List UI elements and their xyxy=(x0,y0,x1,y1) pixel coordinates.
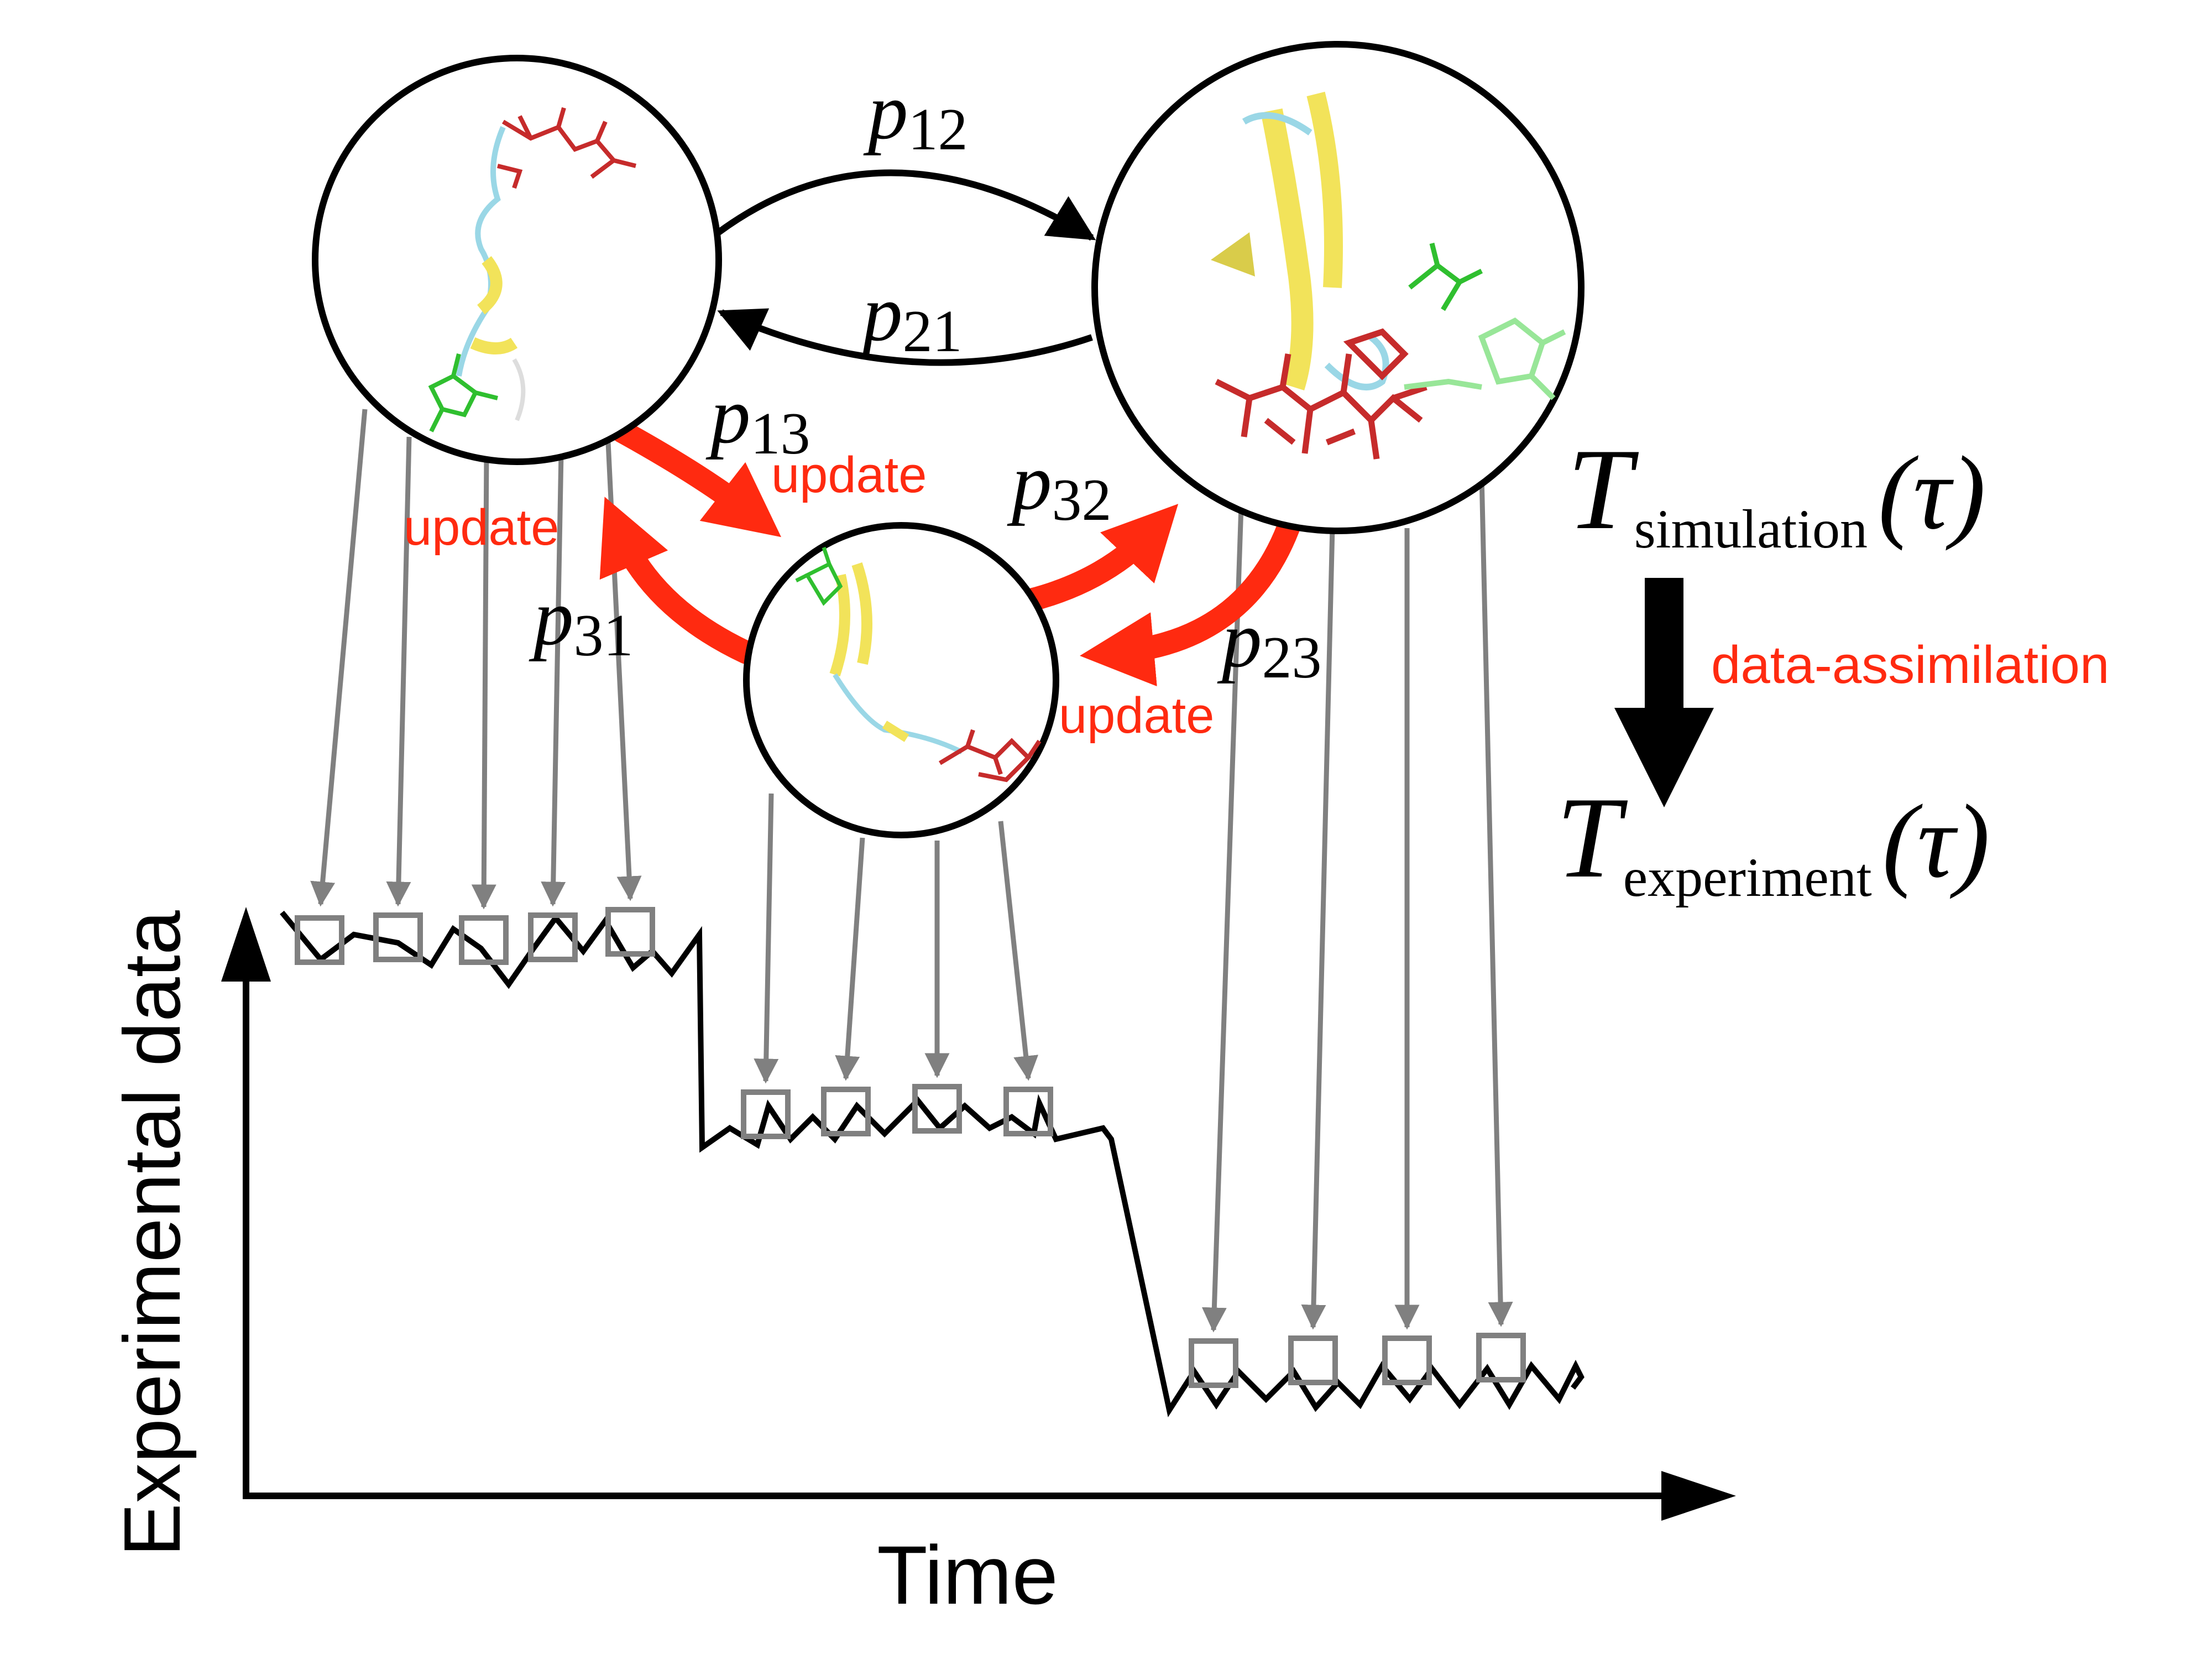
projection-arrow xyxy=(1301,528,1335,1330)
matrix-simulation: T simulation (τ) xyxy=(1567,425,1986,560)
label-p23: p23 xyxy=(1217,596,1322,691)
state-3-circle xyxy=(743,522,1059,838)
axes: Experimental data Time xyxy=(107,907,1736,1621)
observation-box xyxy=(741,1089,791,1139)
projection-arrow xyxy=(605,442,642,901)
projection-arrow xyxy=(1201,505,1244,1333)
observation-boxes xyxy=(295,907,1526,1388)
observation-box xyxy=(528,912,578,962)
update-label-p31: update xyxy=(404,499,559,556)
data-assimilation-arrow xyxy=(1614,578,1714,807)
x-axis-label: Time xyxy=(877,1528,1058,1621)
state-1 xyxy=(312,55,722,465)
update-arrows xyxy=(599,420,1300,687)
observation-box xyxy=(295,915,344,965)
label-p32: p32 xyxy=(1007,438,1112,533)
arrow-p23 xyxy=(1080,516,1300,687)
label-p13: p13 xyxy=(705,372,810,467)
observation-box xyxy=(1003,1087,1053,1136)
projection-arrow xyxy=(541,453,566,907)
matrix-simulation-label: T simulation (τ) xyxy=(1567,425,1986,560)
update-labels: update update update xyxy=(404,447,1214,744)
y-axis-label: Experimental data xyxy=(107,910,197,1557)
projection-arrow xyxy=(471,453,496,910)
arrow-p31 xyxy=(599,497,758,664)
state-3 xyxy=(743,522,1059,838)
projection-arrow xyxy=(835,837,865,1081)
data-assimilation-label: data-assimilation xyxy=(1711,635,2109,695)
matrix-experiment-label: T experiment (τ) xyxy=(1556,774,1990,908)
label-p31: p31 xyxy=(529,573,634,669)
protein-structure-icon xyxy=(428,107,636,432)
observation-box xyxy=(912,1084,962,1134)
arrow-p32 xyxy=(1019,504,1179,612)
projection-arrows xyxy=(310,409,1513,1333)
label-p12: p12 xyxy=(863,67,968,163)
observation-box xyxy=(373,912,423,962)
observation-box xyxy=(1288,1335,1338,1385)
projection-arrow xyxy=(386,436,412,907)
arrow-p13 xyxy=(610,420,782,538)
update-label-p23: update xyxy=(1059,687,1214,744)
arrow-p12 xyxy=(717,169,1096,241)
observation-box xyxy=(1382,1335,1432,1385)
state-2 xyxy=(1091,41,1585,534)
observation-box xyxy=(821,1087,871,1136)
protein-structure-icon xyxy=(795,546,1042,782)
y-axis-arrowhead xyxy=(221,907,271,982)
protein-structure-icon xyxy=(1211,91,1566,460)
label-p21: p21 xyxy=(857,269,963,364)
update-label-p13: update xyxy=(771,447,927,503)
observation-box xyxy=(459,915,509,965)
observation-box xyxy=(605,907,655,957)
projection-arrow xyxy=(1479,475,1513,1327)
arrow-p21 xyxy=(717,308,1093,366)
observation-box xyxy=(1476,1333,1526,1382)
projection-arrow xyxy=(310,409,368,907)
state-1-circle xyxy=(312,55,722,465)
transition-labels: p12 p21 p13 p31 p32 p23 xyxy=(529,67,1322,691)
projection-arrow xyxy=(998,821,1039,1081)
projection-arrow xyxy=(754,793,779,1084)
matrix-experiment: T experiment (τ) xyxy=(1556,774,1990,908)
x-axis-arrowhead xyxy=(1661,1471,1736,1521)
observation-box xyxy=(1189,1338,1238,1388)
